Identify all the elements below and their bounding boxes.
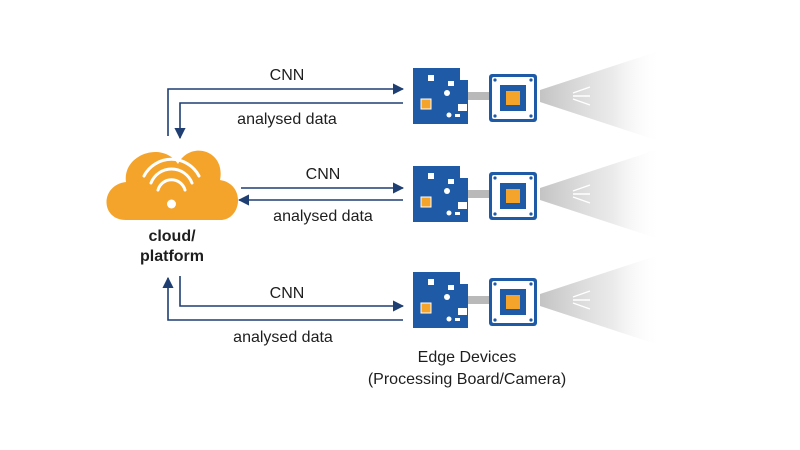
data-label-middle: analysed data — [273, 208, 373, 225]
cnn-label-middle: CNN — [306, 166, 341, 183]
cloud-label-line1: cloud/ — [148, 228, 196, 245]
data-arrow-bottom — [162, 276, 403, 321]
devices-caption-line2: (Processing Board/Camera) — [368, 371, 566, 388]
link-bottom: CNN analysed data — [162, 276, 405, 346]
cnn-arrow-bottom — [179, 276, 405, 312]
devices-caption-line1: Edge Devices — [418, 349, 517, 366]
link-top: CNN analysed data — [167, 67, 405, 140]
cnn-label-top: CNN — [270, 67, 305, 84]
wifi-icon — [142, 157, 201, 192]
cnn-label-bottom: CNN — [270, 285, 305, 302]
cloud-icon — [106, 150, 239, 220]
cnn-arrow-top — [167, 83, 405, 136]
cloud-label-line2: platform — [140, 248, 204, 265]
data-arrow-top — [174, 102, 403, 140]
data-label-bottom: analysed data — [233, 329, 333, 346]
link-middle: CNN analysed data — [237, 166, 405, 225]
edge-device-3 — [412, 253, 663, 347]
edge-device-2 — [412, 147, 663, 241]
data-label-top: analysed data — [237, 111, 337, 128]
edge-device-1 — [412, 49, 663, 143]
